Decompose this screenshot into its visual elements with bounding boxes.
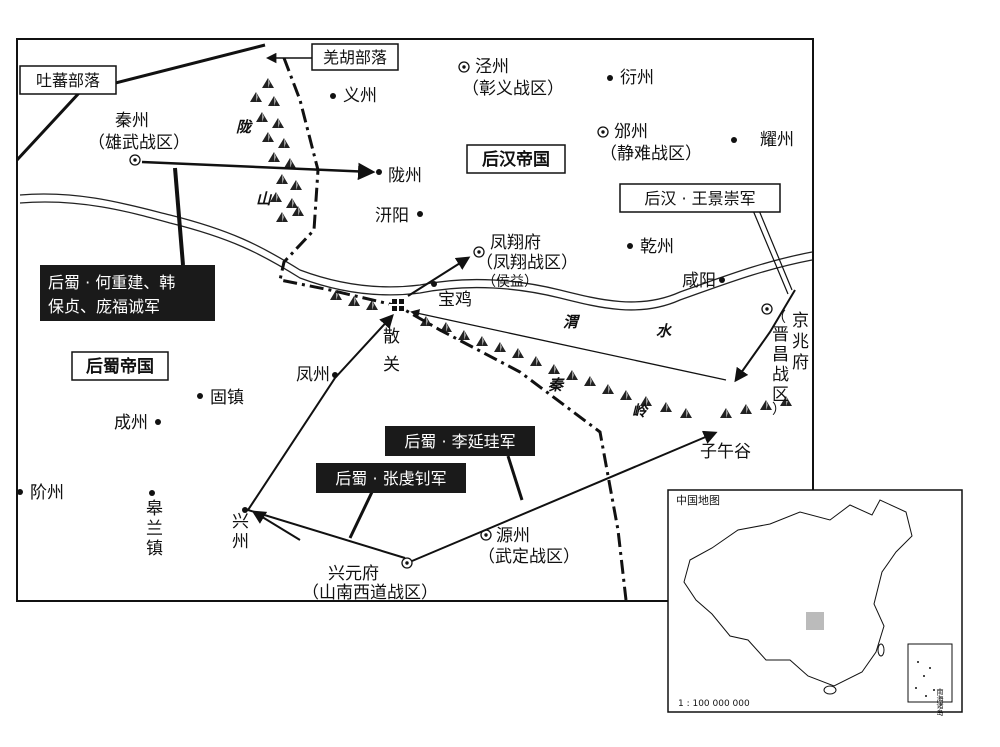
qinzhou-longzhou-arrow [141,160,376,181]
sanguan-label-2: 关 [383,355,400,375]
fengzhou-label: 凤州 [296,365,330,385]
long-label-1: 陇 [236,118,253,136]
zhang-army-label: 后蜀 · 张虔钊军 [335,469,446,488]
fengxiang-zone-label: （凤翔战区） [476,253,578,273]
xingyuan-zone-label: （山南西道战区） [302,583,438,603]
xingzhou-label-2: 州 [232,532,249,552]
xianyang-label: 咸阳 [682,271,716,291]
gaolan-label-1: 皋 [146,499,163,519]
longzhou-label: 陇州 [388,166,422,186]
inset-title: 中国地图 [676,494,720,507]
he-army-box [40,265,215,321]
wang-army-label: 后汉 · 王景崇军 [644,189,755,208]
qin-label-2: 岭 [632,402,649,420]
place-dots [17,75,737,513]
ringed-cities [129,61,773,569]
binzhou-zone-label: （静难战区） [600,144,702,164]
jingzhao-label-2: 兆 [792,332,809,352]
jingzhao-zone-6: ） [772,402,786,418]
sanguan-fengxiang-arrow [407,256,471,297]
qinzhou-label: 秦州 [115,111,149,131]
xingzhou-arrow [251,510,301,541]
tubo-box [19,65,117,95]
hainan-island [823,685,837,695]
wei-label-2: 水 [656,322,672,340]
yaozhou-label: 耀州 [760,130,794,150]
jingzhao-zone-3: 昌 [772,345,789,365]
wang-army-leader [757,207,793,291]
jiezhou-label: 阶州 [30,483,64,503]
jingzhao-zone-4: 战 [772,365,789,385]
taiwan-island [877,643,885,657]
china-outline [683,499,913,687]
gaolan-label-2: 兰 [146,519,163,539]
jingzhao-zone-5: 区 [772,385,789,405]
sanguan-label-1: 散 [383,327,400,347]
gaolan-label-3: 镇 [146,539,163,559]
binzhou-label: 邠州 [614,122,648,142]
tubo-label: 吐蕃部落 [36,71,100,90]
jingzhao-zone-2: 晋 [772,325,789,345]
islands-inset-box [907,643,953,703]
islands-dots [915,661,935,697]
yizhou-label: 义州 [343,86,377,106]
he-army-label-1: 后蜀 · 何重建、韩 [48,273,175,292]
islands-label: 南海诸岛 [936,687,944,717]
qianzhou-label: 乾州 [640,237,674,257]
chengzhou-label: 成州 [114,413,148,433]
jingzhou-zone-label: （彰义战区） [462,79,564,99]
xingyuan-label: 兴元府 [328,564,379,584]
zhang-army-box [316,463,466,493]
wang-army-leader-2 [751,207,789,295]
fengxiang-label: 凤翔府 [490,233,541,253]
jingzhao-zone-1: （ [772,310,786,326]
houhan-box [466,144,566,174]
baoji-label: 宝鸡 [438,290,472,310]
yuanzhou-label: 源州 [496,526,530,546]
qinzhou-zone-label: （雄武战区） [88,133,190,153]
fengxiang-note-label: （侯益） [482,274,538,290]
jingzhou-label: 泾州 [475,57,509,77]
highlight-area [806,612,824,630]
wang-army-box [619,183,781,213]
sanguan-marker [389,296,407,314]
jingzhao-arrow [734,289,796,383]
long-label-2: 山 [256,190,273,208]
xingyuan-sanguan-arrow [246,313,406,559]
li-army-leader [506,455,524,501]
wei-river [19,193,813,303]
wang-army-arrow [410,309,727,381]
he-army-label-2: 保贞、庞福诚军 [48,297,160,316]
qin-label-1: 秦 [548,376,565,394]
he-army-leader [173,167,185,266]
houshu-box [71,351,169,381]
wei-river-bank [19,201,813,311]
inset-map: 中国地图 南海诸岛 1 : 100 000 000 [667,489,963,717]
ziwugu-label: 子午谷 [700,442,751,462]
zhang-army-leader [348,491,374,539]
inset-scale: 1 : 100 000 000 [678,699,750,709]
qianghu-label: 羌胡部落 [323,48,387,67]
ziwugu-arrow [411,430,718,562]
li-army-label: 后蜀 · 李延珪军 [404,432,515,451]
houshu-label: 后蜀帝国 [86,356,154,377]
jingzhao-label-1: 京 [792,311,809,331]
yuanzhou-zone-label: （武定战区） [478,547,580,567]
yanzhou-label: 衍州 [620,68,654,88]
jingzhao-label-3: 府 [792,353,809,373]
guzhen-label: 固镇 [210,388,244,408]
qianghu-box [311,43,399,71]
houhan-label: 后汉帝国 [482,149,550,170]
xingzhou-label-1: 兴 [232,512,249,532]
li-army-box [385,426,535,456]
qianyang-label: 汧阳 [375,206,409,226]
wei-label-1: 渭 [563,313,581,331]
